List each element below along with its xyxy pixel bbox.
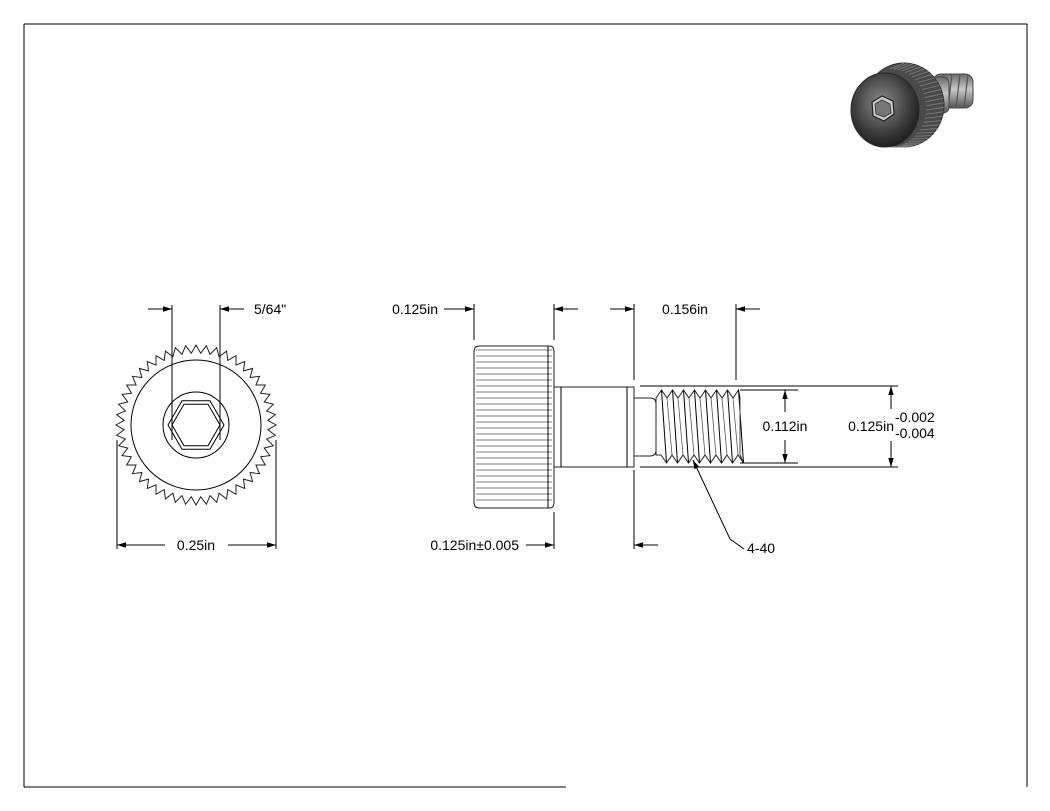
- side-view: [473, 345, 744, 509]
- iso-knurl-line: [901, 64, 917, 72]
- thread-crest-line: [738, 389, 744, 464]
- dim-head-diameter: 0.25in: [116, 440, 277, 553]
- dim-shoulder-diameter: 0.125in -0.002 -0.004: [640, 385, 935, 468]
- sheet-border: [23, 23, 1028, 788]
- iso-knurl-line: [908, 68, 925, 76]
- thread-crest-line: [672, 389, 678, 464]
- thread-crest-line: [727, 389, 733, 464]
- iso-knurl-line: [925, 97, 944, 103]
- iso-knurl-line: [914, 135, 932, 137]
- thread-major-label: 0.112in: [763, 418, 808, 434]
- head-diameter-label: 0.25in: [177, 537, 215, 553]
- knurled-shoulder-screw-3d-icon: [850, 62, 974, 148]
- thread-helix-lines: [661, 389, 744, 464]
- thread-body: [655, 388, 744, 464]
- thread-root-line: [699, 397, 706, 456]
- iso-knurl-line: [893, 62, 909, 70]
- dim-socket-size: 5/64": [148, 301, 286, 440]
- iso-knurl-line: [889, 62, 905, 70]
- thread-root-line: [688, 397, 695, 456]
- iso-knurl-line: [923, 120, 942, 123]
- iso-knurl-line: [917, 131, 935, 134]
- thread-root-line: [721, 397, 728, 456]
- iso-knurl-line: [921, 84, 940, 91]
- dim-head-length: 0.125in: [392, 301, 578, 340]
- iso-knurl-line: [925, 111, 944, 115]
- iso-knurl-line: [904, 66, 921, 74]
- iso-knurl-line: [921, 124, 940, 127]
- iso-knurl-line: [917, 77, 935, 84]
- thread-root-line: [732, 397, 739, 456]
- iso-knurl-line: [914, 74, 932, 81]
- thread-crest-line: [694, 389, 700, 464]
- knurled-head-side: [473, 345, 555, 509]
- socket-circle: [162, 391, 230, 459]
- thread-crest-line: [705, 389, 711, 464]
- thread-root-line: [666, 397, 673, 456]
- head-face-circle: [130, 359, 262, 491]
- shoulder-tol-upper: -0.002: [895, 409, 935, 425]
- thread-crest-line: [683, 389, 689, 464]
- iso-knurl-line: [919, 80, 938, 87]
- thread-crest-line: [661, 389, 667, 464]
- thread-callout-label: 4-40: [747, 540, 775, 556]
- front-view: [114, 343, 278, 507]
- thread-neck: [633, 397, 657, 457]
- thread-crest-line: [716, 389, 722, 464]
- iso-knurl-line: [925, 102, 944, 107]
- iso-knurl-line: [924, 93, 943, 99]
- dim-thread-major: 0.112in: [740, 389, 808, 464]
- thread-root-line: [710, 397, 717, 456]
- iso-knurl-line: [911, 71, 929, 78]
- head-length-tolerance-label: 0.125in±0.005: [430, 537, 519, 553]
- thread-callout: 4-40: [692, 459, 775, 556]
- thread-root-line: [677, 397, 684, 456]
- iso-knurl-line: [925, 106, 944, 111]
- knurl-lines: [476, 349, 552, 501]
- iso-knurl-line: [919, 128, 938, 131]
- shoulder-tol-lower: -0.004: [895, 425, 935, 441]
- hex-socket: [167, 400, 225, 450]
- iso-knurl-line: [924, 115, 943, 119]
- dim-shoulder-length: 0.156in: [610, 301, 760, 380]
- socket-size-label: 5/64": [254, 301, 286, 317]
- shoulder: [553, 386, 635, 468]
- knurled-head-outline: [114, 343, 278, 507]
- iso-knurl-line: [911, 137, 929, 140]
- shoulder-diameter-label: 0.125in: [848, 418, 894, 434]
- dim-head-length-tolerance: 0.125in±0.005: [430, 470, 658, 553]
- iso-knurl-line: [923, 89, 942, 95]
- shoulder-length-label: 0.156in: [662, 301, 708, 317]
- iso-knurl-line: [897, 63, 913, 71]
- head-length-label: 0.125in: [392, 301, 438, 317]
